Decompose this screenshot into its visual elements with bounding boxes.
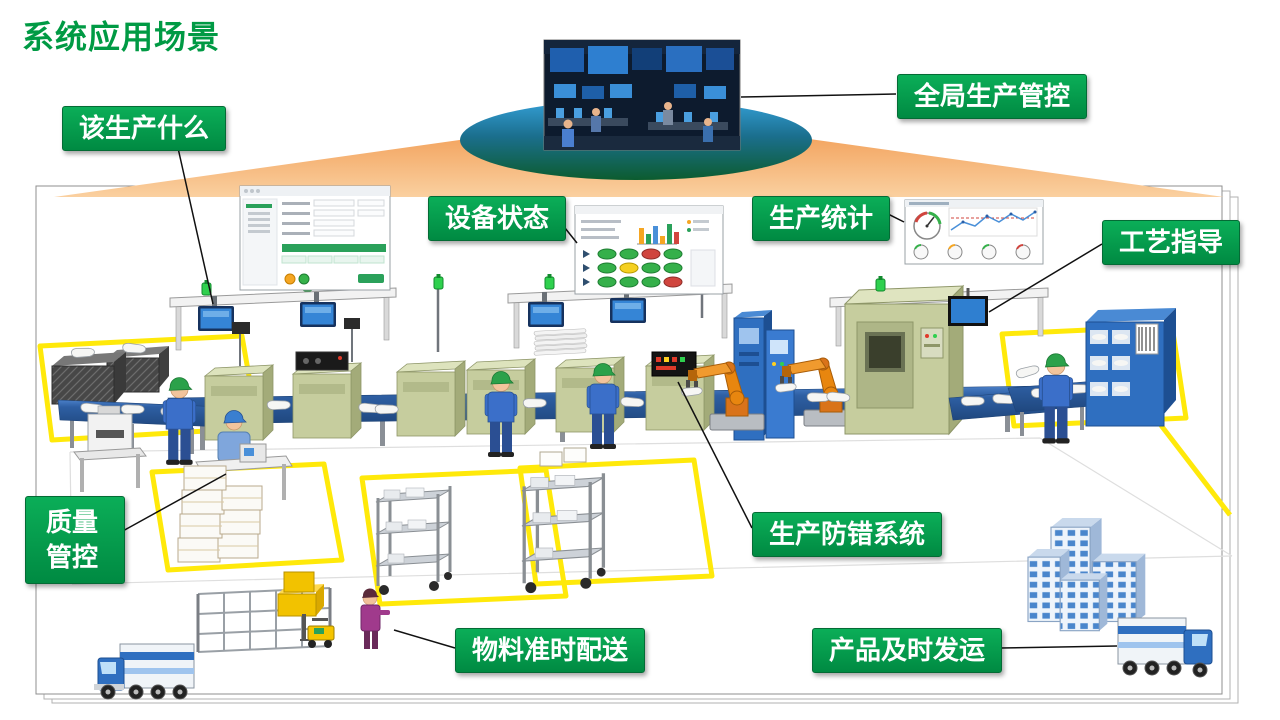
andon-lamp-icon <box>201 273 886 352</box>
workstation-row <box>204 328 715 441</box>
callout-equipment-status: 设备状态 <box>428 196 567 242</box>
callout-production-statistics: 生产统计 <box>752 196 891 242</box>
callout-material-delivery: 物料准时配送 <box>455 628 646 674</box>
control-room-photo <box>543 39 741 151</box>
error-display <box>651 351 697 377</box>
floor-markings <box>37 323 1232 607</box>
inspection-machine <box>843 284 965 436</box>
callout-process-guidance: 工艺指导 <box>1102 220 1241 266</box>
quality-line2: 管控 <box>46 542 99 573</box>
test-device <box>295 351 349 371</box>
callout-global-production-control: 全局生产管控 <box>897 74 1088 120</box>
carton-stack <box>177 465 263 563</box>
shipping-truck-icon <box>1117 617 1213 678</box>
finished-goods-rack <box>1085 308 1176 427</box>
dashboard-window <box>574 205 724 295</box>
pallet-boxes <box>277 571 324 617</box>
wire-rack <box>196 587 332 653</box>
form-window <box>239 185 391 291</box>
statistics-window <box>904 199 1044 265</box>
callout-quality-control: 质量 管控 <box>25 496 125 585</box>
material-handler <box>360 588 390 649</box>
inspection-device <box>73 405 147 492</box>
delivery-truck-icon <box>94 643 195 700</box>
quality-line1: 质量 <box>46 507 99 537</box>
callout-product-shipment: 产品及时发运 <box>812 628 1003 674</box>
callout-error-proofing-system: 生产防错系统 <box>752 512 943 558</box>
robot-arm-icon <box>680 361 765 431</box>
callout-what-to-produce: 该生产什么 <box>62 106 227 152</box>
forklift-icon <box>300 614 335 648</box>
raw-material-stack <box>51 342 169 405</box>
barcode-scanner <box>232 318 360 366</box>
boxes-on-cart <box>539 447 587 467</box>
machine-monitor <box>948 288 988 326</box>
connector-line <box>120 93 1118 649</box>
sheet-stack <box>533 328 588 356</box>
floor-lines <box>69 437 1233 585</box>
factory-buildings <box>1027 518 1146 632</box>
page-title: 系统应用场景 <box>22 19 221 55</box>
